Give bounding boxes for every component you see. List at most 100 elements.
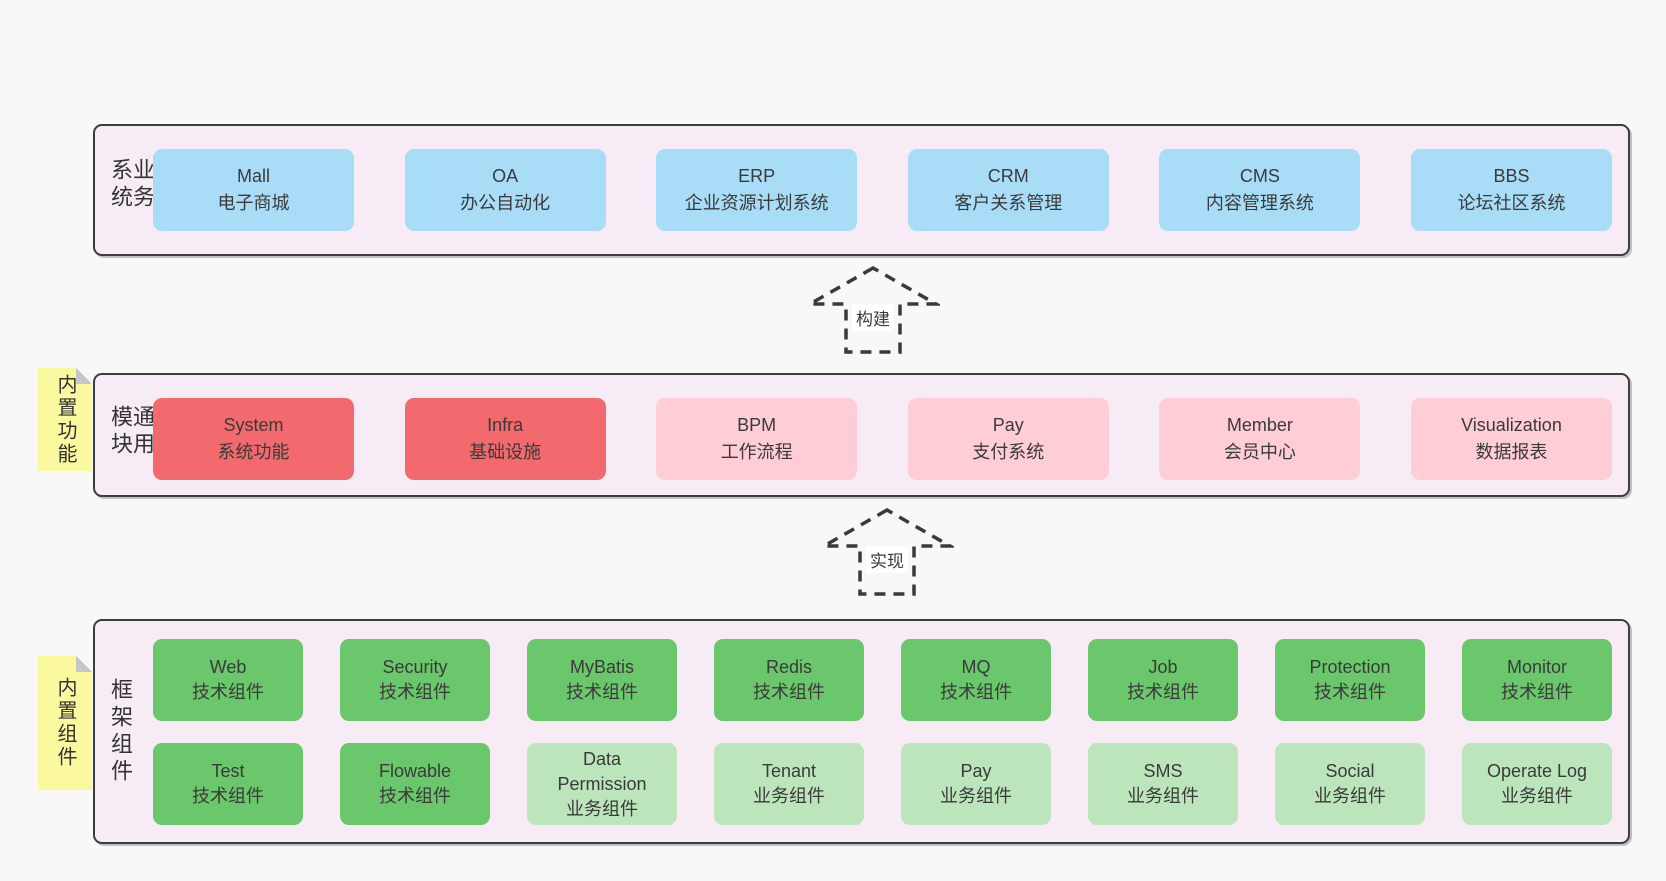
module-desc: 基础设施 xyxy=(469,442,542,462)
module-name: Redis xyxy=(765,657,813,677)
dashed-up-arrow-icon xyxy=(806,265,940,354)
module-box-oa: OA 办公自动化 xyxy=(404,149,606,231)
band-common-modules: 通用模块 System 系统功能 Infra 基础设施 BPM 工作流程 Pay… xyxy=(93,373,1630,497)
module-name: Pay xyxy=(992,415,1024,435)
module-row: Test 技术组件 Flowable 技术组件 Data Permission … xyxy=(153,743,1612,825)
module-box-crm: CRM 客户关系管理 xyxy=(907,149,1109,231)
module-box-social: Social 业务组件 xyxy=(1275,743,1425,825)
module-desc: 技术组件 xyxy=(192,786,264,806)
band-label-common-modules: 通用模块 xyxy=(108,405,155,459)
module-name: Operate Log xyxy=(1486,761,1588,781)
module-name: Tenant xyxy=(761,761,817,781)
arrow-build: 构建 xyxy=(806,264,940,356)
module-name: Visualization xyxy=(1461,415,1562,435)
module-desc: 技术组件 xyxy=(566,682,638,702)
module-box-mall: Mall 电子商城 xyxy=(153,149,354,231)
arrow-implement-label: 实现 xyxy=(866,546,908,573)
module-desc: 技术组件 xyxy=(753,682,825,702)
module-row: Mall 电子商城 OA 办公自动化 ERP 企业资源计划系统 CRM 客户关系… xyxy=(153,149,1612,231)
module-box-visualization: Visualization 数据报表 xyxy=(1410,398,1612,480)
module-desc: 工作流程 xyxy=(720,442,793,462)
module-name: Infra xyxy=(487,415,524,435)
module-box-pay: Pay 支付系统 xyxy=(907,398,1109,480)
module-desc: 内容管理系统 xyxy=(1205,193,1314,213)
module-desc: 论坛社区系统 xyxy=(1457,193,1566,213)
module-name: SMS xyxy=(1143,761,1183,781)
module-row: Web 技术组件 Security 技术组件 MyBatis 技术组件 Redi… xyxy=(153,639,1612,721)
module-desc: 技术组件 xyxy=(1501,682,1573,702)
module-name: MQ xyxy=(961,657,991,677)
module-name: BBS xyxy=(1493,166,1530,186)
folded-corner-icon xyxy=(76,656,92,672)
module-name: Data Permission xyxy=(557,748,647,794)
module-desc: 业务组件 xyxy=(753,786,825,806)
module-box-security: Security 技术组件 xyxy=(340,639,490,721)
module-name: Monitor xyxy=(1506,657,1568,677)
module-desc: 会员中心 xyxy=(1223,442,1296,462)
module-box-monitor: Monitor 技术组件 xyxy=(1462,639,1612,721)
module-box-test: Test 技术组件 xyxy=(153,743,303,825)
module-name: CMS xyxy=(1239,166,1280,186)
module-desc: 客户关系管理 xyxy=(954,193,1063,213)
module-desc: 技术组件 xyxy=(379,786,451,806)
module-box-flowable: Flowable 技术组件 xyxy=(340,743,490,825)
dashed-up-arrow-icon xyxy=(820,507,954,596)
module-desc: 数据报表 xyxy=(1475,442,1548,462)
module-box-system: System 系统功能 xyxy=(153,398,354,480)
module-box-web: Web 技术组件 xyxy=(153,639,303,721)
module-box-sms: SMS 业务组件 xyxy=(1088,743,1238,825)
sticky-note-builtin-components: 内置组件 xyxy=(38,656,92,790)
module-box-bpm: BPM 工作流程 xyxy=(656,398,858,480)
module-desc: 业务组件 xyxy=(566,798,638,819)
module-desc: 技术组件 xyxy=(1127,682,1199,702)
module-name: Security xyxy=(382,657,448,677)
module-name: Protection xyxy=(1309,657,1391,677)
module-name: Web xyxy=(209,657,247,677)
module-row: System 系统功能 Infra 基础设施 BPM 工作流程 Pay 支付系统… xyxy=(153,398,1612,480)
module-desc: 业务组件 xyxy=(1314,786,1386,806)
module-name: MyBatis xyxy=(569,657,634,677)
module-box-mybatis: MyBatis 技术组件 xyxy=(527,639,677,721)
module-box-erp: ERP 企业资源计划系统 xyxy=(656,149,858,231)
module-box-data-permission: Data Permission 业务组件 xyxy=(527,743,677,825)
module-box-job: Job 技术组件 xyxy=(1088,639,1238,721)
module-name: ERP xyxy=(738,166,776,186)
module-desc: 业务组件 xyxy=(1127,786,1199,806)
module-box-cms: CMS 内容管理系统 xyxy=(1159,149,1361,231)
module-desc: 技术组件 xyxy=(192,682,264,702)
module-box-redis: Redis 技术组件 xyxy=(714,639,864,721)
module-name: Flowable xyxy=(378,761,452,781)
folded-corner-icon xyxy=(76,368,92,384)
band-business-systems: 业务系统 Mall 电子商城 OA 办公自动化 ERP 企业资源计划系统 CRM… xyxy=(93,124,1630,256)
sticky-note-label: 内置组件 xyxy=(54,677,76,769)
band-label-framework-components: 框架组件 xyxy=(108,677,133,786)
sticky-note-builtin-features: 内置功能 xyxy=(38,368,92,471)
module-desc: 电子商城 xyxy=(217,193,290,213)
arrow-build-label: 构建 xyxy=(852,304,894,331)
module-desc: 办公自动化 xyxy=(460,193,551,213)
arrow-implement: 实现 xyxy=(820,506,954,598)
module-desc: 企业资源计划系统 xyxy=(684,193,829,213)
module-name: Member xyxy=(1226,415,1293,435)
module-name: BPM xyxy=(737,415,777,435)
module-desc: 技术组件 xyxy=(1314,682,1386,702)
module-box-infra: Infra 基础设施 xyxy=(404,398,606,480)
module-box-bbs: BBS 论坛社区系统 xyxy=(1410,149,1612,231)
module-name: System xyxy=(223,415,284,435)
module-box-mq: MQ 技术组件 xyxy=(901,639,1051,721)
module-name: Mall xyxy=(236,166,270,186)
module-desc: 系统功能 xyxy=(217,442,290,462)
band-framework-components: 框架组件 Web 技术组件 Security 技术组件 MyBatis 技术组件… xyxy=(93,619,1630,844)
band-label-business-systems: 业务系统 xyxy=(108,158,155,212)
module-name: OA xyxy=(492,166,519,186)
module-desc: 技术组件 xyxy=(940,682,1012,702)
module-name: CRM xyxy=(987,166,1029,186)
module-desc: 技术组件 xyxy=(379,682,451,702)
module-box-tenant: Tenant 业务组件 xyxy=(714,743,864,825)
module-box-operate-log: Operate Log 业务组件 xyxy=(1462,743,1612,825)
module-name: Job xyxy=(1148,657,1178,677)
module-box-member: Member 会员中心 xyxy=(1159,398,1361,480)
module-desc: 业务组件 xyxy=(1501,786,1573,806)
module-name: Pay xyxy=(960,761,992,781)
